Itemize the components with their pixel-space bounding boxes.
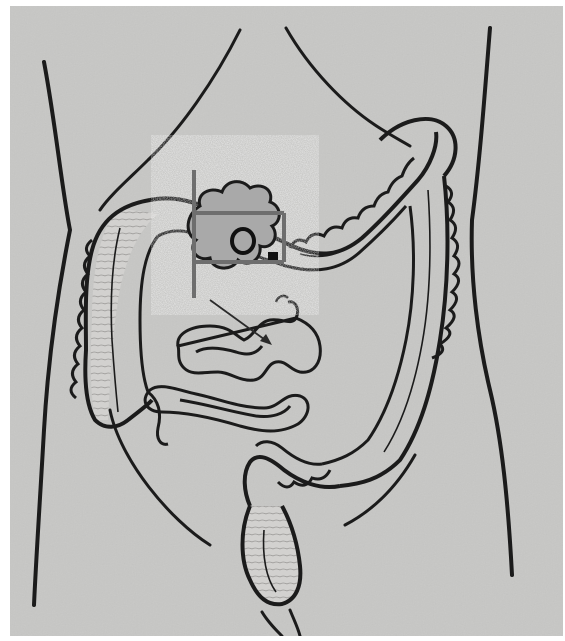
abdomen-illustration [10,6,563,636]
tumor-region [165,150,305,300]
illustration-paper [10,6,563,636]
